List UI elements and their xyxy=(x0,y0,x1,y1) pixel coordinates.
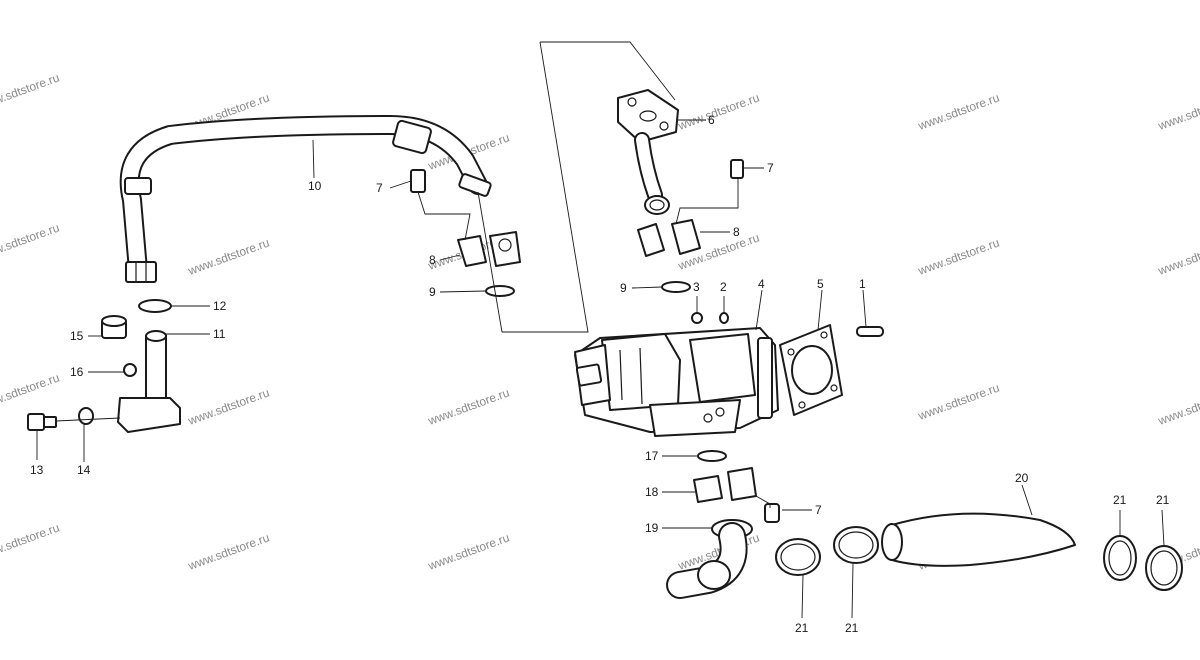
oring-17 xyxy=(697,450,727,462)
watermark: www.sdtstore.ru xyxy=(915,235,1001,278)
washer-2 xyxy=(719,312,729,324)
clamp-21-a xyxy=(775,538,821,576)
callout-8-mid: 8 xyxy=(429,253,436,267)
callout-11: 11 xyxy=(213,327,226,341)
tube-11 xyxy=(145,333,167,405)
callout-17: 17 xyxy=(645,449,659,463)
callout-4: 4 xyxy=(758,277,765,291)
clamp-8-mid-b xyxy=(489,231,521,267)
watermark: www.sdtstore.ru xyxy=(185,235,271,278)
callout-1: 1 xyxy=(859,277,866,291)
right-clamp-group xyxy=(637,159,744,324)
pipe-end-sleeve xyxy=(124,177,152,195)
pipe-hex-nut xyxy=(125,261,157,283)
callout-21-b: 21 xyxy=(845,621,859,635)
watermark: www.sdtstore.ru xyxy=(1155,385,1200,428)
watermark: www.sdtstore.ru xyxy=(425,530,511,573)
watermark: www.sdtstore.ru xyxy=(915,380,1001,423)
callout-3: 3 xyxy=(693,280,700,294)
callout-19: 19 xyxy=(645,521,659,535)
ball-16 xyxy=(123,363,137,377)
watermark: www.sdtstore.ru xyxy=(0,220,61,263)
bolt-13 xyxy=(27,413,45,431)
callout-16: 16 xyxy=(70,365,84,379)
oring-12 xyxy=(138,299,172,313)
watermark: www.sdtstore.ru xyxy=(915,90,1001,133)
oring-9-mid xyxy=(485,285,515,297)
clamp-18-a xyxy=(693,475,723,503)
elbow-19-joint xyxy=(697,560,731,590)
callout-18: 18 xyxy=(645,485,659,499)
callout-21-a: 21 xyxy=(795,621,809,635)
pin-1 xyxy=(856,326,884,337)
hose-body xyxy=(891,512,1076,567)
callout-7-lower: 7 xyxy=(815,503,822,517)
pump-rear-section xyxy=(689,333,756,403)
bolt-7-upper xyxy=(730,159,744,179)
watermark: www.sdtstore.ru xyxy=(675,90,761,133)
pipe-6-end xyxy=(644,195,670,215)
left-fittings xyxy=(27,299,181,433)
callout-9-mid: 9 xyxy=(429,285,436,299)
watermark: www.sdtstore.ru xyxy=(185,385,271,428)
pipe-coupling xyxy=(392,119,432,155)
watermark: www.sdtstore.ru xyxy=(0,370,61,413)
callout-7-upper: 7 xyxy=(767,161,774,175)
callout-labels: 10 12 11 15 16 13 14 7 8 9 6 7 8 9 3 2 4… xyxy=(30,113,1170,635)
watermark: www.sdtstore.ru xyxy=(0,520,61,563)
callout-20: 20 xyxy=(1015,471,1029,485)
nut-3 xyxy=(691,312,703,324)
bolt-7-lower xyxy=(764,503,780,523)
callout-5: 5 xyxy=(817,277,824,291)
washer-14 xyxy=(78,407,94,425)
watermark: www.sdtstore.ru xyxy=(1155,90,1200,133)
callout-15: 15 xyxy=(70,329,84,343)
leader-lines xyxy=(36,119,1165,619)
bolt-7-mid xyxy=(410,169,426,193)
watermark: www.sdtstore.ru xyxy=(0,70,61,113)
elbow-block xyxy=(117,397,181,433)
clamp-8-a xyxy=(637,223,665,257)
clamp-8-b xyxy=(671,219,701,255)
watermark-layer: www.sdtstore.ru www.sdtstore.ru www.sdts… xyxy=(0,70,1200,573)
callout-6: 6 xyxy=(708,113,715,127)
bottom-fittings xyxy=(666,450,780,599)
hose-20 xyxy=(775,512,1183,591)
clamp-8-mid-a xyxy=(457,235,487,267)
callout-9-right: 9 xyxy=(620,281,627,295)
gasket-5 xyxy=(779,324,884,416)
callout-14: 14 xyxy=(77,463,91,477)
watermark: www.sdtstore.ru xyxy=(185,530,271,573)
callout-13: 13 xyxy=(30,463,44,477)
watermark: www.sdtstore.ru xyxy=(425,385,511,428)
callout-7-mid: 7 xyxy=(376,181,383,195)
oring-9-right xyxy=(661,281,691,293)
callout-2: 2 xyxy=(720,280,727,294)
pump-body xyxy=(574,327,779,437)
pipe-10 xyxy=(119,115,492,283)
callout-21-d: 21 xyxy=(1156,493,1170,507)
clamp-18-b xyxy=(727,467,757,501)
clamp-21-b xyxy=(833,526,879,564)
pipe-end-fitting xyxy=(458,173,492,197)
bracket-lines xyxy=(477,41,676,333)
flange-6 xyxy=(617,89,679,143)
mid-clamp-group xyxy=(410,169,521,297)
flange-pipe-6 xyxy=(617,89,679,215)
callout-8-right: 8 xyxy=(733,225,740,239)
watermark: www.sdtstore.ru xyxy=(1155,235,1200,278)
callout-21-c: 21 xyxy=(1113,493,1127,507)
callout-12: 12 xyxy=(213,299,227,313)
callout-10: 10 xyxy=(308,179,322,193)
